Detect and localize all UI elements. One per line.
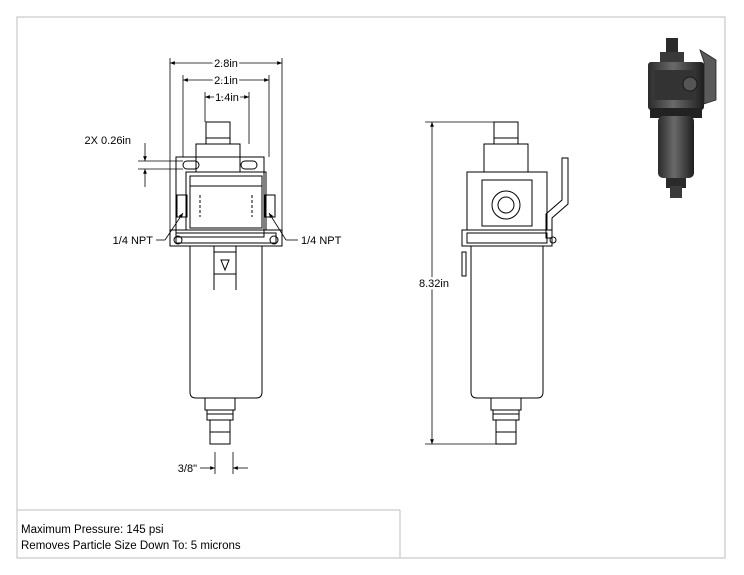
dim-height: 8.32in (419, 278, 449, 290)
sheet-border (16, 16, 726, 559)
dim-width-inner: 1.4in (215, 92, 239, 104)
dim-slot: 2X 0.26in (85, 135, 131, 147)
gauge-port (491, 190, 521, 220)
filter-bowl-side (470, 246, 544, 399)
dim-width-mid: 2.1in (214, 75, 238, 87)
bracket-profile (545, 157, 569, 239)
note-particle-size: Removes Particle Size Down To: 5 microns (21, 540, 241, 552)
height-dimension (425, 121, 496, 445)
side-view (461, 121, 569, 445)
dim-width-total: 2.8in (214, 58, 238, 70)
label-port-right: 1/4 NPT (301, 235, 342, 247)
front-dimensions (138, 58, 298, 474)
mounting-bracket (175, 156, 265, 238)
product-render (648, 38, 717, 198)
dim-outlet: 3/8" (178, 463, 197, 475)
label-port-left: 1/4 NPT (113, 235, 154, 247)
note-max-pressure: Maximum Pressure: 145 psi (21, 524, 164, 536)
front-view (169, 121, 283, 445)
